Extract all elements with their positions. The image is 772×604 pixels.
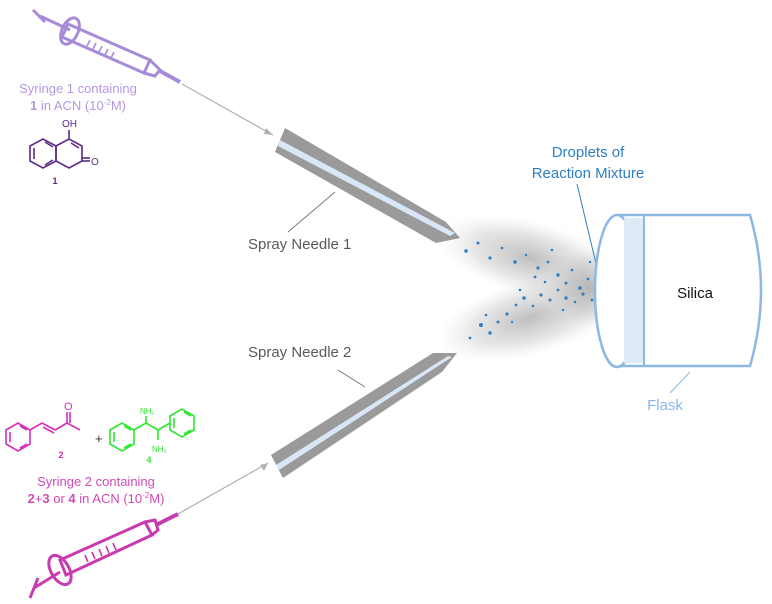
syringe-1-plunger-handle [31,8,47,24]
compound-2-number: 2 [58,450,63,460]
droplet [536,266,540,270]
droplet [488,256,492,260]
compound-2-structure [5,412,81,452]
droplet [588,260,592,264]
flask-leader [669,371,691,394]
droplet [522,296,526,300]
syringe-1-caption-line2: 1 in ACN (10-2M) [30,98,126,113]
droplet [488,331,492,335]
droplet [570,268,574,272]
syringe-1-flange [59,16,81,46]
compound-4-number: 4 [146,455,151,465]
droplet [586,277,590,281]
syringe-2-flange [47,553,73,587]
droplet [524,253,528,257]
compound-4-nh2-top: NH₂ [140,407,155,416]
syringe-2-graduations [84,542,117,563]
droplet [548,298,552,302]
flask [593,213,763,369]
droplet [561,308,565,312]
tube-2-arrow [260,463,268,471]
needle-1-label: Spray Needle 1 [248,236,351,253]
droplet [556,273,560,277]
compound-1-number: 1 [52,176,57,186]
droplet [578,286,582,290]
droplet [514,303,518,307]
syringe-2 [28,512,179,599]
droplet [550,248,554,252]
droplet [533,275,537,279]
silica-band-edge [624,218,644,363]
compound-1-structure [29,130,90,169]
droplets-label-line1: Droplets of [552,144,625,161]
droplet [564,281,568,285]
syringe-1-graduations [86,39,115,59]
syringe-1-tip [143,58,163,78]
droplet [464,249,468,253]
droplet [510,320,514,324]
droplet [505,312,509,316]
droplet [590,298,594,302]
droplet [484,313,488,317]
compound-4-nh2-bottom: NH₂ [152,445,167,454]
compound-1-o-label: O [91,157,99,168]
droplet [556,288,560,292]
droplet [496,320,500,324]
droplet [573,300,577,304]
plus-sign: + [95,431,103,446]
droplet [500,246,504,250]
syringe-2-plunger-rod [33,570,61,590]
droplet [468,336,472,340]
tube-1-arrow [264,128,273,135]
droplet [479,323,483,327]
needle-2-leader [337,369,366,388]
droplet [531,304,535,308]
droplet [564,296,568,300]
droplets-leader [576,183,599,273]
flask-label: Flask [647,397,683,414]
syringe-1 [31,8,181,84]
needle-1-leader [287,191,336,233]
droplet [518,288,522,292]
syringe-2-caption-line1: Syringe 2 containing [37,474,155,489]
spray-needle-2 [271,353,457,478]
needle-2-label: Spray Needle 2 [248,344,351,361]
tube-1 [181,83,274,136]
syringe-1-barrel [59,22,153,75]
tube-2 [177,462,269,515]
droplet [513,260,517,264]
compound-2-o-label: O [64,401,73,413]
droplet [546,260,550,264]
syringe-2-caption-line2: 2+3 or 4 in ACN (10-2M) [28,491,165,506]
droplet [476,241,480,245]
droplet [581,292,585,296]
droplet [539,293,543,297]
syringe-2-barrel [58,520,155,578]
droplets-label-line2: Reaction Mixture [532,165,645,182]
syringe-1-caption-line1: Syringe 1 containing [19,81,137,96]
spray-needle-1 [275,128,460,243]
compound-4-structure [109,408,195,452]
silica-label: Silica [677,285,714,302]
syringe-2-needle-hub [155,512,179,527]
syringe-1-needle-hub [159,69,181,84]
droplet [543,280,547,284]
compound-1-oh-label: OH [62,119,77,130]
